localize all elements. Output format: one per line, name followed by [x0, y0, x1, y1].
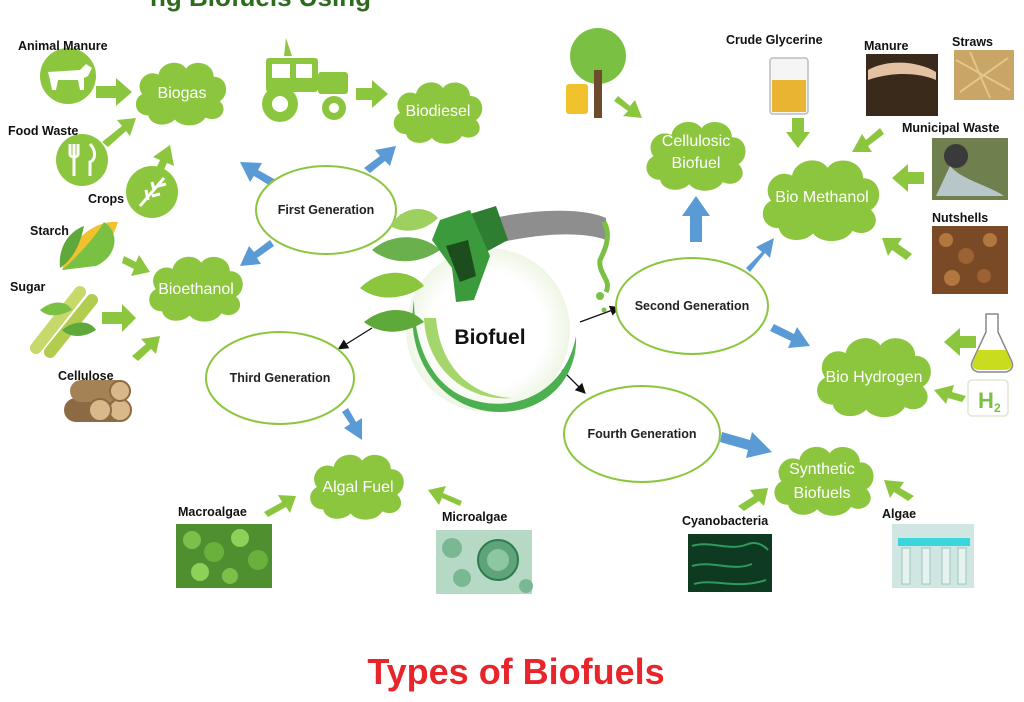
oval-second-generation [615, 257, 769, 355]
arrow-second-biomethanol [746, 238, 774, 272]
source-cyanobacteria: Cyanobacteria [682, 514, 769, 528]
arrow-manure-biomethanol [852, 128, 884, 152]
fuel-algal: Algal Fuel [322, 479, 393, 496]
svg-text:2: 2 [994, 401, 1001, 415]
center-emblem [360, 206, 610, 412]
leaf-icon [372, 237, 440, 262]
center-swoosh-inner [424, 318, 512, 399]
algae-photo [892, 524, 974, 588]
source-municipal-waste: Municipal Waste [902, 121, 1000, 135]
arrow-foodwaste-biogas [102, 118, 136, 147]
generation-third: Third Generation [230, 371, 331, 385]
arrow-first-bioethanol [240, 240, 274, 266]
source-algae: Algae [882, 507, 916, 521]
tractor-icon [262, 38, 348, 122]
source-macroalgae: Macroalgae [178, 505, 247, 519]
arrow-macroalgae-algal [264, 495, 296, 517]
fuel-biogas: Biogas [158, 85, 207, 102]
arrow-second-cellulosic [682, 196, 710, 242]
fuel-cellulosic-line2: Biofuel [672, 155, 721, 172]
fuel-nozzle-icon [432, 206, 610, 313]
nutshells-photo [932, 226, 1008, 294]
arrow-starch-bioethanol [122, 255, 150, 276]
oval-first-generation [255, 165, 397, 255]
source-crops: Crops [88, 192, 124, 206]
arrow-second-biohydrogen [770, 324, 810, 348]
arrow-flask-biohydrogen [944, 328, 976, 356]
header-partial: ng Biofuels Using [150, 0, 371, 12]
arrow-h2-biohydrogen [934, 385, 966, 404]
tree-icon [566, 28, 626, 118]
source-food-waste: Food Waste [8, 124, 78, 138]
leaf-icon [364, 310, 424, 332]
h2-letter: H [978, 388, 994, 413]
fuel-biomethanol: Bio Methanol [775, 189, 868, 206]
source-crude-glycerine: Crude Glycerine [726, 33, 823, 47]
arrow-glycerine-biomethanol [786, 118, 810, 148]
logs-icon [64, 380, 132, 422]
source-animal-manure: Animal Manure [18, 39, 108, 53]
generation-second: Second Generation [635, 299, 750, 313]
fuel-biodiesel: Biodiesel [406, 103, 471, 120]
fuel-bioethanol: Bioethanol [158, 281, 234, 298]
sugarcane-icon [30, 286, 98, 358]
oval-fourth-generation [563, 385, 721, 483]
arrow-sugar-bioethanol [102, 304, 136, 332]
source-manure: Manure [864, 39, 909, 53]
arrow-nutshells-biomethanol [882, 238, 912, 260]
manure-photo [866, 54, 938, 116]
arrow-third-algal [342, 408, 362, 440]
straws-photo [954, 50, 1014, 100]
blue-arrows [240, 146, 810, 458]
generation-fourth: Fourth Generation [587, 427, 696, 441]
connector-second [579, 305, 621, 323]
beaker-icon [769, 57, 809, 115]
source-sugar: Sugar [10, 280, 46, 294]
source-straws: Straws [952, 35, 993, 49]
arrow-microalgae-algal [428, 486, 462, 506]
source-starch: Starch [30, 224, 69, 238]
source-cellulose: Cellulose [58, 369, 114, 383]
municipal-waste-photo [932, 138, 1008, 200]
generation-ovals [205, 165, 769, 483]
flask-icon [970, 313, 1014, 373]
arrow-manure-biogas [96, 78, 132, 106]
arrow-tractor-biodiesel [356, 80, 388, 108]
leaf-icon [360, 272, 424, 298]
arrow-cellulose-bioethanol [132, 336, 160, 361]
fuel-biohydrogen: Bio Hydrogen [826, 369, 923, 386]
arrow-fourth-synthetic [720, 432, 772, 458]
fork-knife-icon [56, 134, 108, 186]
cow-icon [40, 48, 96, 104]
center-label: Biofuel [454, 326, 525, 349]
arrow-first-biodiesel [364, 146, 396, 173]
corn-icon [59, 221, 118, 270]
fuel-synthetic-line1: Synthetic [789, 461, 855, 478]
cyanobacteria-photo [688, 534, 772, 592]
macroalgae-photo [176, 524, 272, 588]
connector-third [337, 327, 373, 350]
source-nutshells: Nutshells [932, 211, 988, 225]
cloud-synthetic [774, 446, 874, 516]
page-title: Types of Biofuels [367, 651, 664, 692]
arrow-first-biogas [240, 162, 276, 187]
microalgae-photo [436, 530, 533, 594]
fuel-synthetic-line2: Biofuels [794, 485, 851, 502]
arrow-municipal-biomethanol [892, 164, 924, 192]
generation-first: First Generation [278, 203, 375, 217]
wheat-icon [126, 166, 178, 218]
leaf-icon [390, 208, 438, 231]
arrow-tree-cellulosic [614, 96, 642, 118]
green-arrows [96, 78, 976, 517]
fuel-cellulosic-line1: Cellulosic [662, 133, 730, 150]
arrow-cyano-synthetic [738, 488, 768, 511]
arrow-algae-synthetic [884, 480, 914, 501]
oval-third-generation [205, 331, 355, 425]
source-microalgae: Microalgae [442, 510, 507, 524]
h2-icon: H 2 [967, 379, 1009, 417]
